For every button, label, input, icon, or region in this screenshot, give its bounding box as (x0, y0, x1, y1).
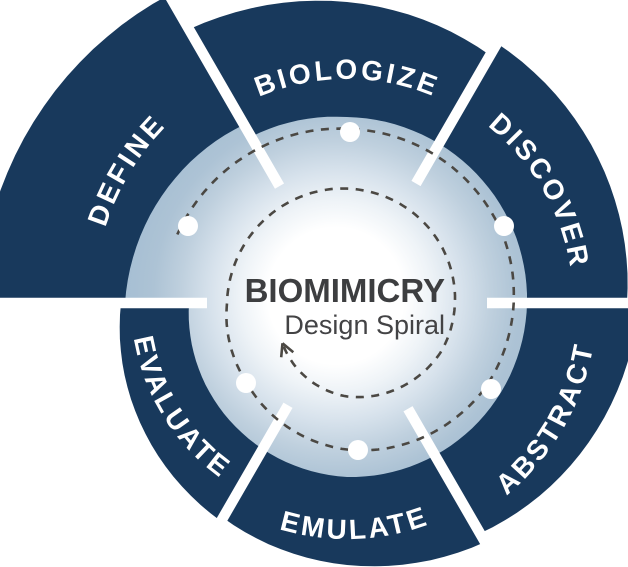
dot-define (178, 216, 198, 236)
dot-discover (494, 216, 514, 236)
separator-120deg (166, 0, 285, 189)
dot-evaluate (236, 373, 256, 393)
dot-emulate (348, 440, 368, 460)
center-title: BIOMIMICRY (245, 272, 445, 309)
separator-240deg (188, 402, 293, 567)
dashed-spiral (176, 127, 516, 452)
separator-300deg (403, 406, 506, 567)
spiral-dashed-path (176, 127, 516, 452)
dot-abstract (481, 379, 501, 399)
milestone-dots (178, 122, 514, 460)
segment-emulate (223, 449, 485, 567)
spiral-arrowhead-leg-2 (281, 342, 295, 354)
segment-evaluate (119, 303, 263, 522)
dot-biologize (340, 122, 360, 142)
center-subtitle: Design Spiral (284, 310, 445, 340)
segment-discover (439, 43, 628, 303)
center-text-block: BIOMIMICRY Design Spiral (245, 272, 445, 340)
separator-60deg (411, 5, 522, 187)
segment-biologize (189, 0, 490, 144)
segment-abstract (435, 303, 628, 534)
spiral-arrowhead-leg-1 (279, 343, 284, 358)
segment-define (0, 0, 244, 303)
